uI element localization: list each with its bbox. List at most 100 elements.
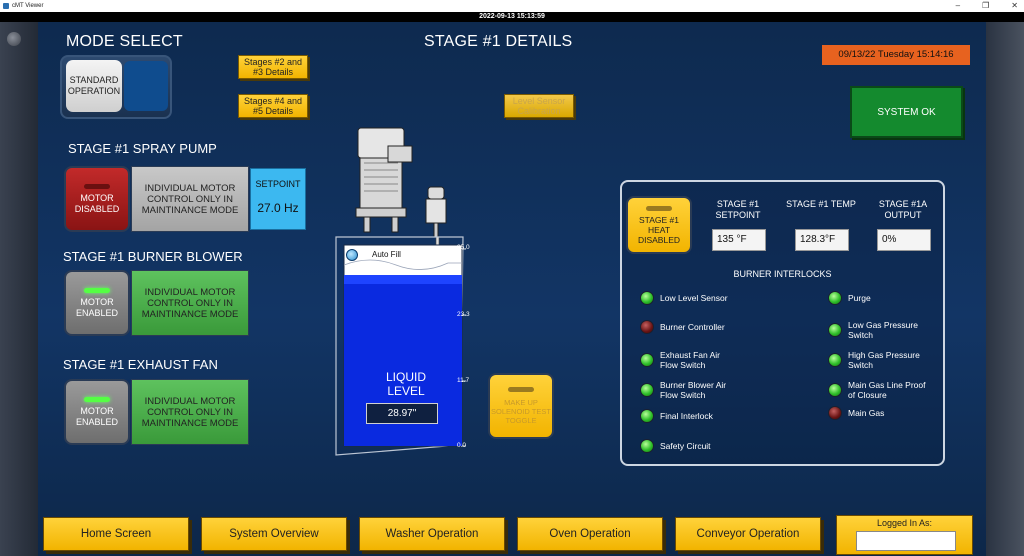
title-bar: cMT Viewer – ❐ ✕: [0, 0, 1024, 12]
interlock-label: Main Gas Line Proof of Closure: [848, 380, 926, 400]
status-lamp-icon: [640, 353, 654, 367]
interlock-row: Burner Blower Air Flow Switch: [640, 380, 738, 400]
spray-pump-info: INDIVIDUAL MOTOR CONTROL ONLY IN MAINTIN…: [131, 166, 249, 232]
spray-pump-motor-button[interactable]: MOTOR DISABLED: [64, 166, 130, 232]
close-icon[interactable]: ✕: [1011, 1, 1018, 10]
knob-icon: [7, 32, 21, 46]
interlock-label: Purge: [848, 293, 871, 303]
temp-header: STAGE #1 TEMP: [786, 199, 856, 209]
status-lamp-icon: [828, 323, 842, 337]
status-led-icon: [84, 183, 110, 189]
burner-blower-title: STAGE #1 BURNER BLOWER: [63, 249, 243, 264]
status-lamp-icon: [640, 439, 654, 453]
burner-interlocks-title: BURNER INTERLOCKS: [733, 269, 832, 279]
auto-fill-button[interactable]: [346, 249, 358, 261]
exhaust-fan-title: STAGE #1 EXHAUST FAN: [63, 357, 218, 372]
restore-icon[interactable]: ❐: [982, 1, 990, 10]
nav-washer-operation-button[interactable]: Washer Operation: [359, 517, 505, 551]
spray-pump-motor-status: MOTOR DISABLED: [74, 192, 120, 214]
status-lamp-icon: [828, 383, 842, 397]
nav-oven-operation-button[interactable]: Oven Operation: [517, 517, 663, 551]
heat-toggle-label: STAGE #1 HEAT DISABLED: [637, 214, 681, 245]
burner-blower-info: INDIVIDUAL MOTOR CONTROL ONLY IN MAINTIN…: [131, 270, 249, 336]
auto-fill-label: Auto Fill: [372, 250, 401, 259]
interlock-row: Burner Controller: [640, 320, 725, 334]
stage-details-title: STAGE #1 DETAILS: [424, 33, 573, 50]
login-panel: Logged In As:: [836, 515, 973, 555]
interlock-label: Low Level Sensor: [660, 293, 728, 303]
left-bezel: [0, 22, 38, 556]
app-icon: [3, 3, 9, 9]
nav-home-screen-button[interactable]: Home Screen: [43, 517, 189, 551]
makeup-solenoid-toggle[interactable]: MAKE UP SOLENOID TEST TOGGLE: [488, 373, 554, 439]
stages-4-5-details-button[interactable]: Stages #4 and #5 Details: [238, 94, 308, 118]
status-lamp-icon: [828, 291, 842, 305]
burner-blower-motor-status: MOTOR ENABLED: [75, 296, 119, 318]
status-lamp-icon: [640, 409, 654, 423]
spray-pump-setpoint[interactable]: SETPOINT 27.0 Hz: [250, 168, 306, 230]
spray-pump-title: STAGE #1 SPRAY PUMP: [68, 141, 217, 156]
scale-tick: 11.7: [457, 377, 470, 384]
nav-system-overview-button[interactable]: System Overview: [201, 517, 347, 551]
login-label: Logged In As:: [876, 518, 933, 528]
status-lamp-icon: [640, 320, 654, 334]
output-value-field: 0%: [877, 229, 931, 251]
setpoint-header: STAGE #1 SETPOINT: [715, 199, 761, 220]
status-led-icon: [84, 396, 110, 402]
logged-in-user-field[interactable]: [856, 531, 956, 551]
minimize-icon[interactable]: –: [955, 1, 961, 10]
scale-tick: 0.0: [457, 442, 467, 449]
interlock-label: High Gas Pressure Switch: [848, 350, 920, 370]
interlock-row: Main Gas Line Proof of Closure: [828, 380, 926, 400]
level-sensor-calibration-button[interactable]: Level Sensor Calibration: [504, 94, 574, 118]
interlock-row: Safety Circuit: [640, 439, 711, 453]
makeup-solenoid-label: MAKE UP SOLENOID TEST TOGGLE: [491, 398, 551, 425]
exhaust-fan-motor-button[interactable]: MOTOR ENABLED: [64, 379, 130, 445]
interlock-row: Main Gas: [828, 406, 884, 420]
app-title: cMT Viewer: [12, 3, 44, 9]
interlock-label: Burner Controller: [660, 322, 725, 332]
output-header: STAGE #1A OUTPUT: [878, 199, 928, 220]
window-controls: – ❐ ✕: [956, 1, 1018, 10]
interlock-row: Final Interlock: [640, 409, 713, 423]
clock-bar: 2022-09-13 15:13:59: [0, 12, 1024, 22]
standard-operation-button[interactable]: STANDARD OPERATION: [66, 60, 122, 112]
nav-conveyor-operation-button[interactable]: Conveyor Operation: [675, 517, 821, 551]
interlock-row: Purge: [828, 291, 871, 305]
mode-select-title: MODE SELECT: [66, 33, 183, 50]
interlock-row: High Gas Pressure Switch: [828, 350, 926, 370]
interlock-label: Safety Circuit: [660, 441, 711, 451]
temp-value-field: 128.3°F: [795, 229, 849, 251]
interlock-label: Final Interlock: [660, 411, 713, 421]
interlock-row: Exhaust Fan Air Flow Switch: [640, 350, 738, 370]
interlock-row: Low Gas Pressure Switch: [828, 320, 926, 340]
stages-2-3-details-button[interactable]: Stages #2 and #3 Details: [238, 55, 308, 79]
status-led-icon: [84, 287, 110, 293]
interlock-label: Exhaust Fan Air Flow Switch: [660, 350, 721, 370]
scale-tick: 23.3: [457, 311, 470, 318]
status-led-icon: [646, 205, 672, 211]
tank-graphic: [335, 127, 466, 456]
status-led-icon: [508, 387, 534, 392]
heat-toggle-button[interactable]: STAGE #1 HEAT DISABLED: [626, 196, 692, 254]
interlock-label: Main Gas: [848, 408, 885, 418]
pump-motor-icon: [355, 127, 413, 233]
status-lamp-icon: [828, 353, 842, 367]
status-lamp-icon: [828, 406, 842, 420]
burner-blower-motor-button[interactable]: MOTOR ENABLED: [64, 270, 130, 336]
date-time-display: 09/13/22 Tuesday 15:14:16: [822, 45, 970, 65]
liquid-level-value: 28.97": [366, 403, 438, 424]
exhaust-fan-info: INDIVIDUAL MOTOR CONTROL ONLY IN MAINTIN…: [131, 379, 249, 445]
interlock-label: Low Gas Pressure Switch: [848, 320, 918, 340]
status-lamp-icon: [640, 383, 654, 397]
setpoint-label: SETPOINT: [255, 179, 301, 189]
mode-select-slot[interactable]: [124, 61, 168, 111]
interlock-row: Low Level Sensor: [640, 291, 728, 305]
right-bezel: [986, 22, 1024, 556]
scale-tick: 35.0: [457, 244, 470, 251]
liquid-level-label: LIQUID LEVEL: [385, 370, 426, 398]
exhaust-fan-motor-status: MOTOR ENABLED: [75, 405, 119, 427]
system-clock: 2022-09-13 15:13:59: [479, 13, 545, 20]
setpoint-value: 27.0 Hz: [257, 201, 299, 215]
setpoint-value-field[interactable]: 135 °F: [712, 229, 766, 251]
